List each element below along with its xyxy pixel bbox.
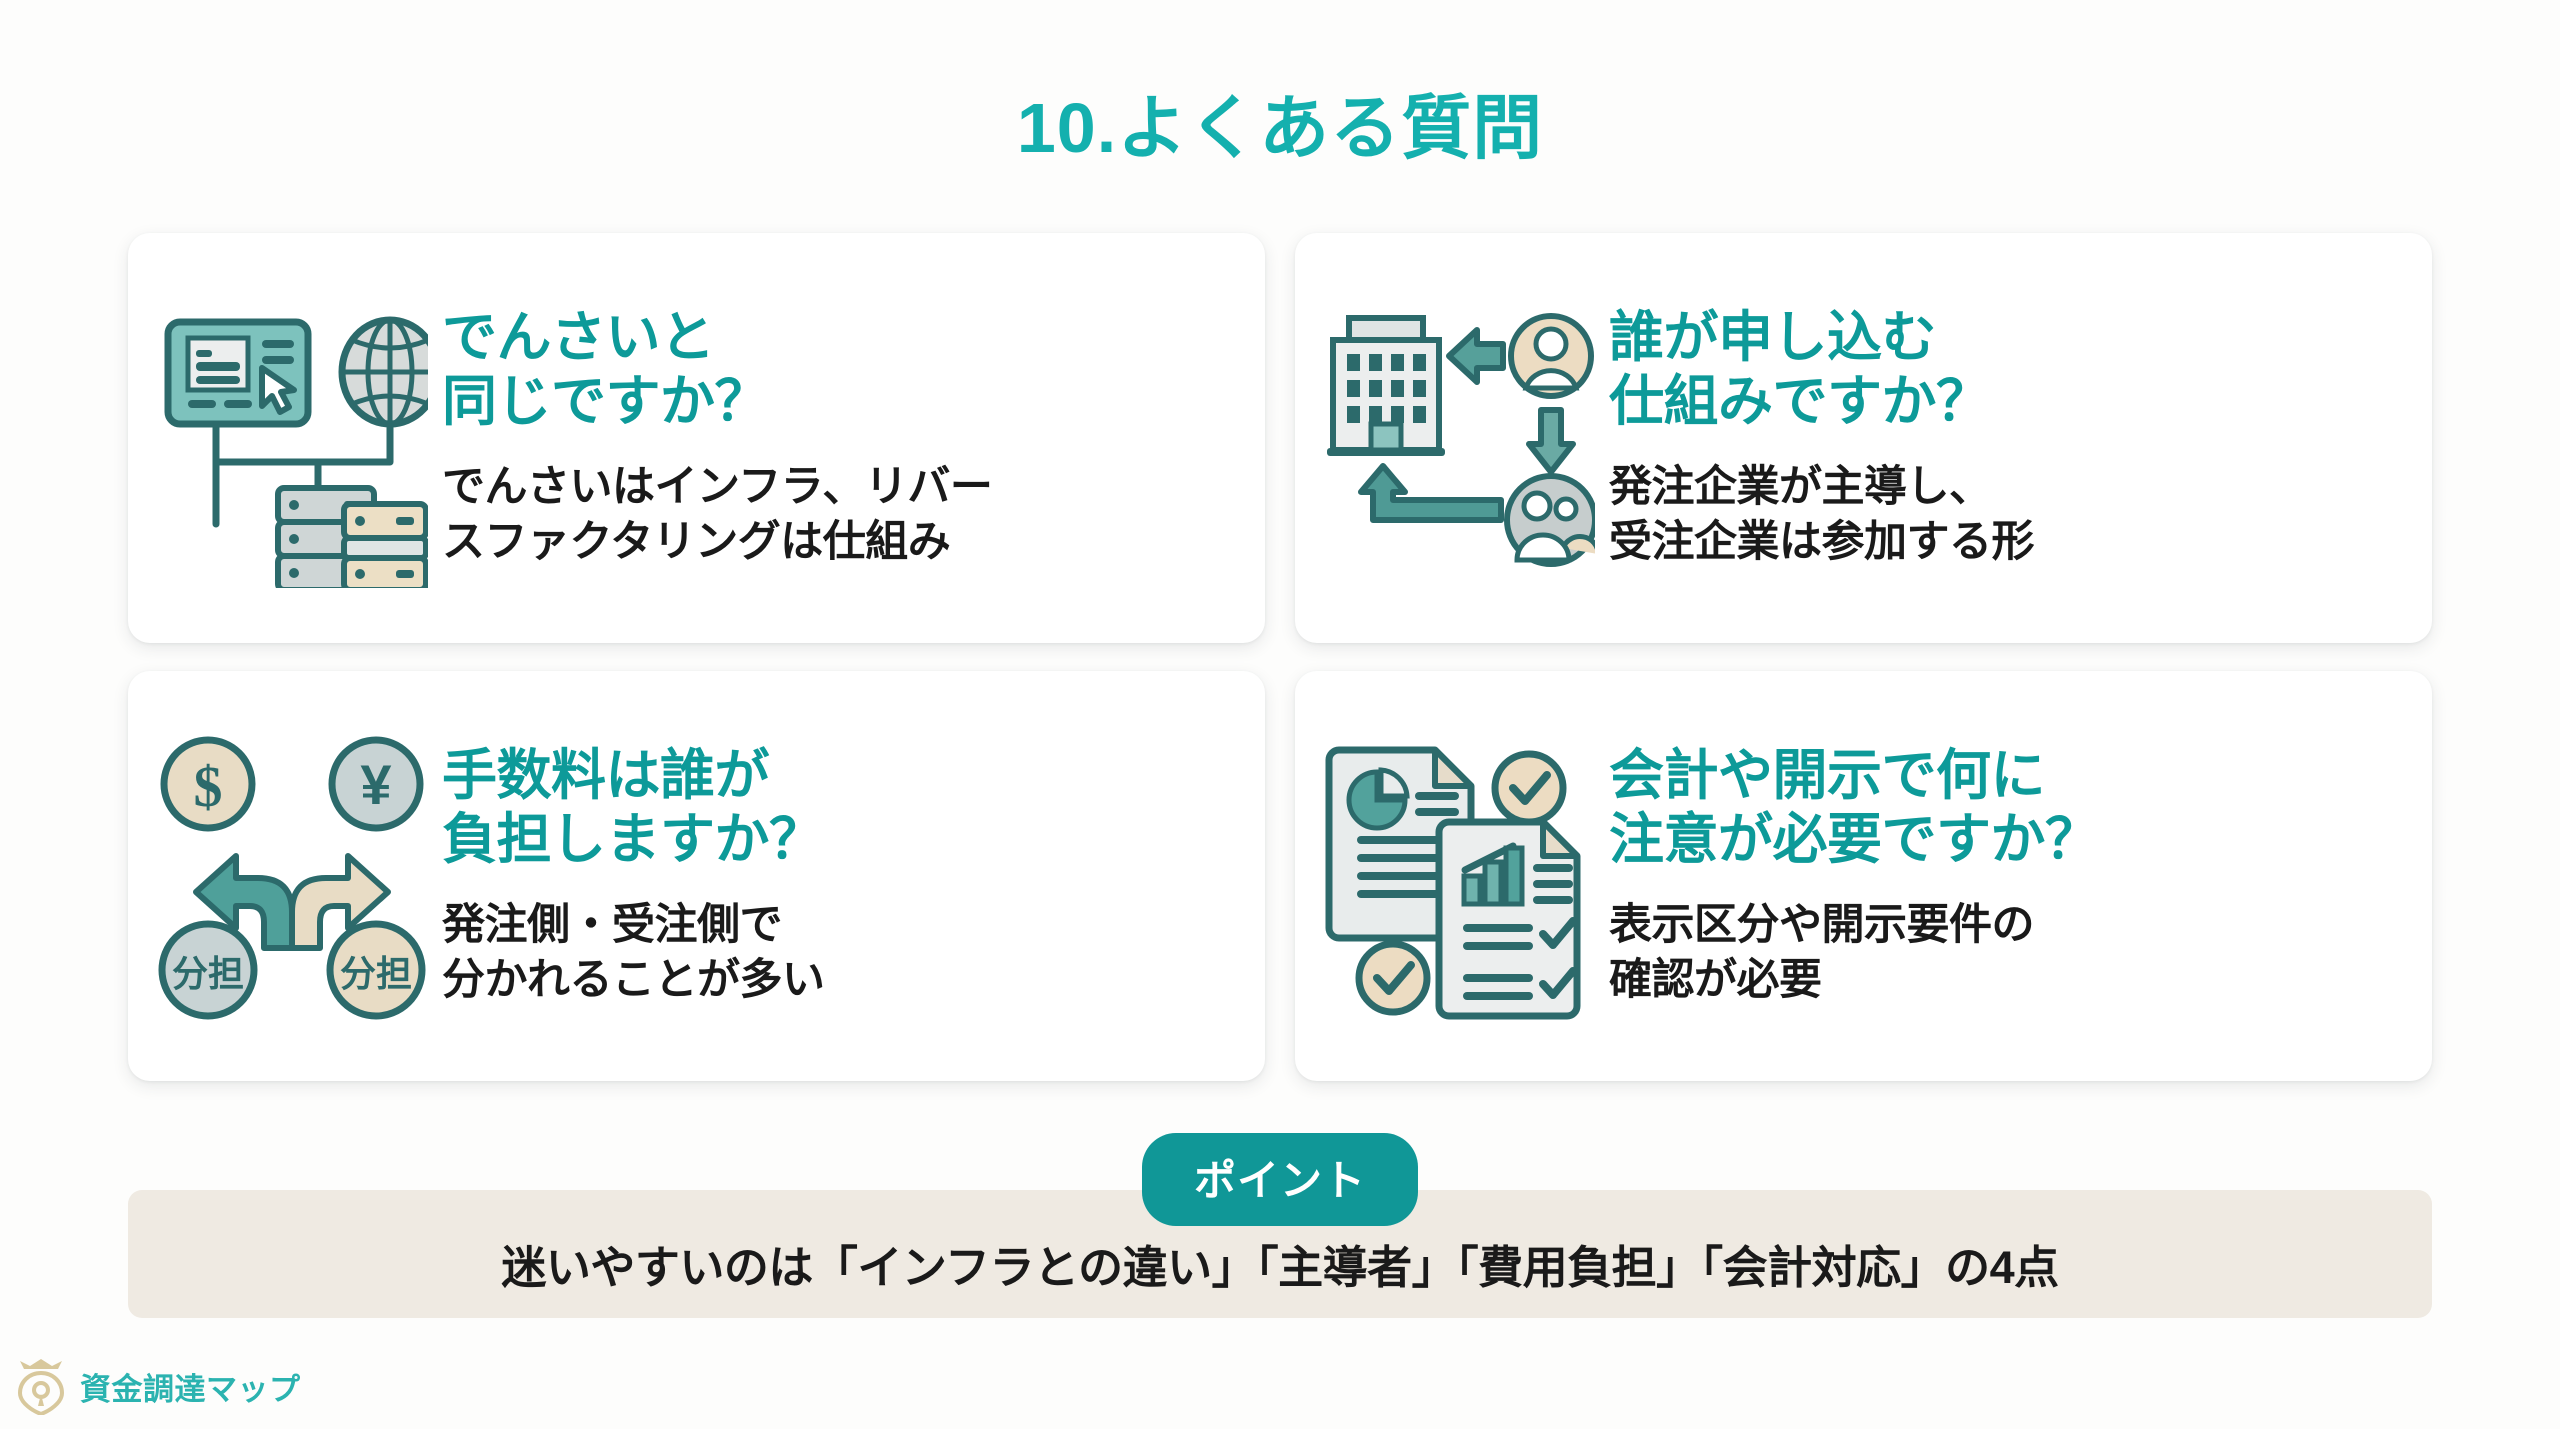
coin-left-label: 分担: [172, 953, 244, 994]
faq-answer: でんさいはインフラ、リバー スファクタリングは仕組み: [442, 462, 993, 566]
faq-card-2[interactable]: 誰が申し込む 仕組みですか？ 発注企業が主導し、 受注企業は参加する形: [1295, 233, 2432, 643]
faq-card-3[interactable]: $ ¥ 分担 分担 手数料は誰が 負担しますか？ 発注側・受注側で 分かれること…: [128, 671, 1265, 1081]
point-text: 迷いやすいのは「インフラとの違い」「主導者」「費用負担」「会計対応」の4点: [501, 1241, 2059, 1293]
page-title: 10.よくある質問: [1016, 89, 1544, 167]
coin-usd-label: $: [194, 754, 223, 819]
faq-question: 会計や開示で何に 注意が必要ですか？: [1609, 744, 2100, 870]
crown-pin-logo-icon: [17, 1359, 65, 1415]
network-server-globe-icon: [158, 288, 428, 588]
footer-logo: 資金調達マップ: [14, 1357, 301, 1415]
faq-answer: 発注企業が主導し、 受注企業は参加する形: [1609, 462, 2035, 566]
faq-card-1[interactable]: でんさいと 同じですか？ でんさいはインフラ、リバー スファクタリングは仕組み: [128, 233, 1265, 643]
faq-answer: 発注側・受注側で 分かれることが多い: [442, 900, 825, 1004]
footer-brand-name: 資金調達マップ: [80, 1371, 301, 1407]
fee-split-coins-icon: $ ¥ 分担 分担: [158, 726, 428, 1026]
faq-card-1-text: でんさいと 同じですか？ でんさいはインフラ、リバー スファクタリングは仕組み: [428, 306, 1231, 570]
faq-question: 手数料は誰が 負担しますか？: [442, 744, 824, 870]
faq-question: でんさいと 同じですか？: [442, 306, 770, 432]
point-bar: 迷いやすいのは「インフラとの違い」「主導者」「費用負担」「会計対応」の4点: [128, 1190, 2432, 1318]
company-people-flow-icon: [1325, 288, 1595, 588]
faq-card-3-text: 手数料は誰が 負担しますか？ 発注側・受注側で 分かれることが多い: [428, 744, 1231, 1008]
accounting-documents-check-icon: [1325, 726, 1595, 1026]
faq-card-2-text: 誰が申し込む 仕組みですか？ 発注企業が主導し、 受注企業は参加する形: [1595, 306, 2398, 570]
faq-question: 誰が申し込む 仕組みですか？: [1609, 306, 1991, 432]
coin-right-label: 分担: [340, 953, 412, 994]
point-badge: ポイント: [1141, 1133, 1419, 1226]
faq-card-4-text: 会計や開示で何に 注意が必要ですか？ 表示区分や開示要件の 確認が必要: [1595, 744, 2398, 1008]
faq-answer: 表示区分や開示要件の 確認が必要: [1609, 900, 2035, 1004]
coin-jpy-label: ¥: [360, 753, 391, 816]
faq-card-4[interactable]: 会計や開示で何に 注意が必要ですか？ 表示区分や開示要件の 確認が必要: [1295, 671, 2432, 1081]
faq-card-grid: でんさいと 同じですか？ でんさいはインフラ、リバー スファクタリングは仕組み: [128, 233, 2432, 1081]
